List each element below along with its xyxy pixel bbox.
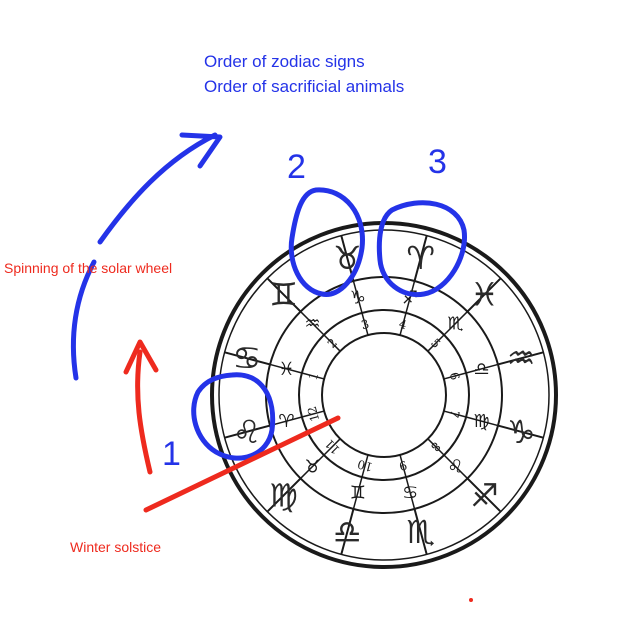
zodiac-figure: ♈ (406, 239, 435, 277)
wheel-spoke (224, 351, 271, 366)
zodiac-figure: ♏ (406, 513, 435, 551)
zodiac-figure: ♎ (333, 513, 362, 551)
blue-arrow-shaft-upper (97, 132, 218, 245)
wheel-spoke (352, 476, 363, 510)
wheel-spoke (413, 235, 428, 282)
caption-winter-solstice: Winter solstice (70, 539, 162, 555)
zodiac-symbol: ♋ (402, 483, 418, 504)
wheel-spokes (224, 235, 544, 555)
zodiac-figure: ♒ (507, 339, 536, 377)
wheel-spoke (427, 438, 445, 456)
zodiac-symbol: ♉ (305, 456, 321, 477)
animal-figures: ♑♐♏♎♍♌♋♊♉♈♓♒ (232, 239, 535, 551)
wheel-spoke (413, 508, 428, 555)
wheel-spoke (300, 311, 325, 336)
wheel-spoke (269, 416, 303, 427)
marker-number-1: 1 (162, 435, 181, 473)
wheel-spoke (427, 334, 445, 352)
zodiac-figure: ♊ (269, 276, 298, 314)
wheel-spoke (405, 476, 416, 510)
wheel-spoke (266, 277, 302, 313)
zodiac-symbol: ♈ (278, 411, 294, 432)
zodiac-figure: ♓ (470, 276, 499, 314)
wheel-spoke (361, 454, 369, 478)
wheel-spoke (301, 410, 325, 418)
solstice-line (143, 415, 341, 513)
circle-marker-3 (376, 200, 467, 298)
wheel-spoke (443, 372, 467, 380)
zodiac-symbol: ♏ (447, 314, 463, 335)
wheel-spoke (301, 372, 325, 380)
wheel-spoke (465, 363, 499, 374)
zodiac-symbol: ♍ (473, 411, 489, 432)
wheel-spoke (399, 454, 407, 478)
red-arrow-shaft (135, 349, 153, 475)
wheel-spoke (300, 454, 325, 479)
caption-spinning-wheel: Spinning of the solar wheel (4, 260, 173, 276)
wheel-spoke (465, 416, 499, 427)
wheel-spoke (497, 351, 544, 366)
zodiac-figure: ♐ (470, 476, 499, 514)
wheel-spoke (443, 410, 467, 418)
wheel-spoke (340, 508, 355, 555)
number-ring-inner-edge (321, 332, 447, 458)
caption-zodiac-order: Order of zodiac signs (204, 52, 365, 71)
zodiac-symbols: ♓♒♑♐♏♎♍♌♋♊♉♈ (278, 287, 489, 503)
inner-number: 12 (305, 405, 322, 423)
blue-arrow-head (179, 132, 223, 169)
wheel-spoke (443, 311, 468, 336)
wheel-spoke (443, 454, 468, 479)
zodiac-symbol: ♒ (305, 314, 321, 335)
inner-number: 9 (397, 458, 408, 474)
wheel-spoke (266, 477, 302, 513)
wheel-spoke (269, 363, 303, 374)
zodiac-symbol: ♎ (473, 359, 489, 380)
zodiac-figure: ♋ (232, 339, 261, 377)
red-arrow-head (123, 339, 159, 375)
marker-number-3: 3 (428, 143, 447, 181)
wheel-spoke (466, 477, 502, 513)
inner-number: 6 (447, 371, 463, 382)
red-dot (469, 598, 473, 602)
caption-sacrificial-order: Order of sacrificial animals (204, 77, 405, 96)
inner-number: 1 (306, 371, 322, 382)
wheel-spoke (405, 280, 416, 314)
symbol-ring-inner-edge (298, 309, 470, 481)
wheel-spoke (497, 424, 544, 439)
marker-number-2: 2 (287, 148, 306, 186)
zodiac-figure: ♌ (232, 413, 261, 451)
zodiac-symbol: ♑ (350, 287, 366, 308)
wheel-spoke (224, 424, 271, 439)
wheel-spoke (399, 312, 407, 336)
zodiac-symbol: ♊ (350, 483, 366, 504)
circle-marker-2 (288, 187, 365, 297)
wheel-spoke (466, 277, 502, 313)
inner-number: 7 (447, 408, 463, 419)
zodiac-symbol: ♌ (447, 456, 463, 477)
zodiac-figure: ♑ (507, 413, 536, 451)
zodiac-figure: ♍ (269, 476, 298, 514)
inner-number: 3 (360, 317, 371, 333)
circle-marker-1 (191, 372, 276, 461)
inner-number: 4 (397, 317, 408, 333)
wheel-spoke (323, 334, 341, 352)
wheel-spoke (361, 312, 369, 336)
wheel-spoke (352, 280, 363, 314)
zodiac-symbol: ♓ (278, 359, 294, 380)
wheel-spoke (323, 438, 341, 456)
wheel-outer-inner-edge (218, 229, 550, 561)
inner-number: 10 (356, 457, 374, 474)
blue-arrow-shaft-lower (70, 259, 97, 381)
